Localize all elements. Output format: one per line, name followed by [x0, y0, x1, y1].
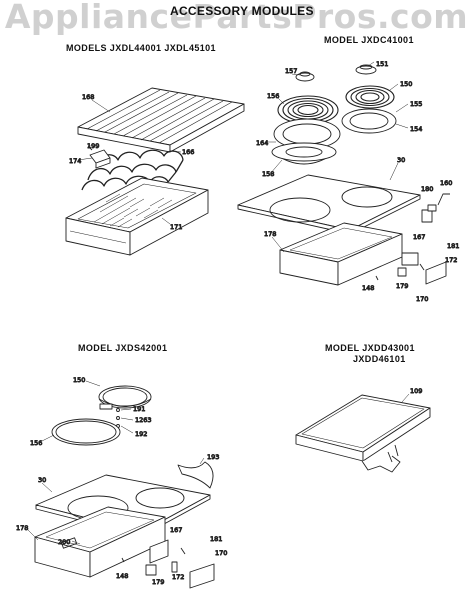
part-label: 156 [267, 92, 279, 100]
radiant-model-label: MODEL JXDS42001 [78, 343, 168, 353]
part-label: 156 [30, 439, 42, 447]
coil-model-label: MODEL JXDC41001 [324, 35, 414, 45]
part-label: 166 [182, 148, 194, 156]
coil-leaders [267, 61, 409, 253]
part-label: 30 [397, 156, 405, 164]
part-label: 199 [87, 142, 99, 150]
part-label: 180 [421, 185, 433, 193]
part-label: 164 [256, 139, 268, 147]
part-label: 30 [38, 476, 46, 484]
part-label: 174 [69, 157, 81, 165]
part-label: 168 [82, 93, 94, 101]
coil-terminal-parts [375, 193, 450, 285]
radiant-terminal-parts [121, 539, 215, 589]
grill-drip-pan [65, 177, 209, 256]
part-label: 150 [73, 376, 85, 384]
grill-part-labels: 168 199 166 174 171 [69, 93, 195, 232]
radiant-handle [177, 461, 214, 489]
part-label: 181 [447, 242, 459, 250]
part-label: 167 [413, 233, 425, 241]
part-label: 155 [410, 100, 422, 108]
griddle-part-labels: 109 [410, 387, 423, 396]
grill-rack [77, 87, 245, 153]
part-label: 151 [376, 60, 388, 68]
radiant-glass [51, 418, 121, 446]
part-label: 192 [135, 430, 147, 438]
coil-drip-pans [271, 108, 397, 165]
part-label: 200 [58, 538, 70, 546]
part-label: 148 [362, 284, 374, 292]
part-label: 171 [170, 223, 182, 231]
part-label: 172 [445, 256, 457, 264]
part-label: 193 [207, 453, 219, 461]
coil-cooktop [237, 174, 421, 235]
coil-part-labels: 157 151 156 150 155 154 164 158 30 180 1… [256, 60, 460, 304]
part-label: 179 [396, 282, 408, 290]
part-label: 172 [172, 573, 184, 581]
radiant-element [98, 385, 152, 428]
grill-element [81, 149, 184, 191]
part-label: 167 [170, 526, 182, 534]
griddle-model-label-line2: JXDD46101 [353, 354, 406, 364]
part-label: 148 [116, 572, 128, 580]
part-label: 157 [285, 67, 297, 75]
part-label: 178 [264, 230, 276, 238]
part-label: 170 [416, 295, 428, 303]
griddle-model-label-line1: MODEL JXDD43001 [325, 343, 415, 353]
part-label: 109 [410, 387, 422, 395]
part-label: 179 [152, 578, 164, 586]
grill-leaders [77, 99, 182, 225]
part-label: 158 [262, 170, 274, 178]
part-label: 191 [133, 405, 145, 413]
part-label: 154 [410, 125, 422, 133]
griddle-plate [295, 393, 431, 473]
part-label: 170 [215, 549, 227, 557]
page-title: ACCESSORY MODULES [170, 4, 314, 18]
grill-model-label: MODELS JXDL44001 JXDL45101 [66, 43, 216, 53]
coil-frame [279, 222, 403, 286]
watermark: AppliancePartsPros.com [4, 0, 469, 36]
part-label: 178 [16, 524, 28, 532]
radiant-frame [34, 506, 166, 578]
radiant-part-labels: 150 191 1263 192 156 193 30 178 167 181 … [16, 376, 228, 587]
part-label: 150 [400, 80, 412, 88]
radiant-leaders [27, 380, 205, 545]
part-label: 181 [210, 535, 222, 543]
part-label: 1263 [135, 416, 152, 424]
grill-terminal-block [87, 145, 111, 169]
part-label: 160 [440, 179, 452, 187]
